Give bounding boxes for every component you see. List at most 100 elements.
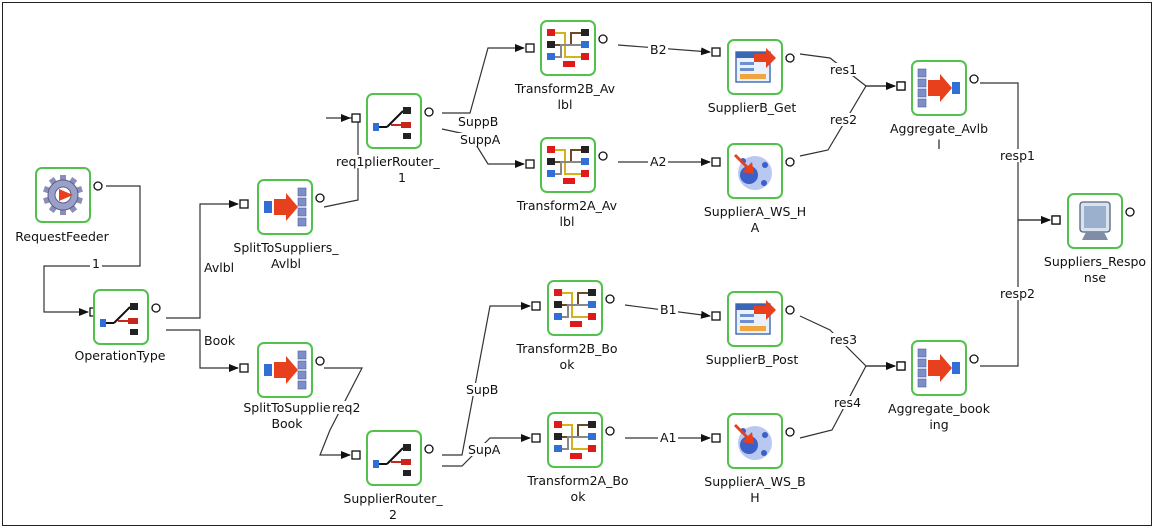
edge-resp2[interactable]: resp2 — [980, 215, 1061, 367]
edge-a2[interactable]: A2 — [618, 154, 721, 169]
node-transform2b_book[interactable]: Transform2B_Book — [515, 280, 618, 372]
transform-icon — [547, 146, 589, 184]
node-splittosuppliers_avlbl[interactable]: SplitToSuppliers_Avlbl — [233, 179, 339, 271]
edge-book[interactable]: Book — [166, 329, 249, 373]
network-icon — [734, 424, 772, 460]
edge-label: req2 — [332, 400, 360, 415]
output-port[interactable] — [605, 426, 615, 436]
node-transform2b_avlbl[interactable]: Transform2B_Avlbl — [514, 20, 616, 112]
edge-wire[interactable] — [166, 329, 239, 372]
output-port[interactable] — [785, 427, 795, 437]
edge-label-bg — [648, 155, 668, 168]
output-port[interactable] — [315, 193, 325, 203]
edge-res1[interactable]: res1 — [799, 53, 906, 91]
output-port[interactable] — [605, 294, 615, 304]
edge-label-bg — [648, 43, 668, 56]
edge-avlbl[interactable]: Avlbl — [166, 199, 249, 319]
input-port[interactable] — [711, 157, 721, 167]
transform-icon — [554, 289, 596, 327]
edge-res2[interactable]: res2 — [799, 81, 906, 157]
node-requestfeeder[interactable]: RequestFeeder — [15, 167, 110, 244]
edge-label-bg — [202, 261, 246, 274]
edge-req1[interactable]: req1 — [323, 113, 370, 208]
output-port[interactable] — [424, 444, 434, 454]
input-port[interactable] — [711, 311, 721, 321]
input-port[interactable] — [239, 199, 249, 209]
node-label: Aggregate_Avlb — [890, 121, 988, 136]
input-port[interactable] — [525, 159, 535, 169]
node-label: plierRouter_ — [364, 154, 440, 169]
input-port[interactable] — [351, 113, 361, 123]
input-port[interactable] — [351, 450, 361, 460]
output-port[interactable] — [785, 53, 795, 63]
edge-req2[interactable]: req2 — [319, 367, 366, 460]
input-port[interactable] — [711, 47, 721, 57]
node-label: SupplierB_Post — [706, 352, 799, 367]
edge-resp1[interactable]: resp1 — [980, 82, 1061, 225]
node-aggregate_avlbl[interactable]: Aggregate_Avlbl — [890, 60, 988, 152]
node-label: Book — [271, 416, 303, 431]
input-port[interactable] — [525, 43, 535, 53]
edge-label: res2 — [830, 112, 857, 127]
output-port[interactable] — [969, 354, 979, 364]
edge-label: A2 — [650, 154, 667, 169]
edge-suppb[interactable]: SuppB — [442, 43, 535, 129]
aggregator-icon — [917, 68, 960, 108]
aggregator-icon — [917, 348, 960, 388]
output-port[interactable] — [315, 356, 325, 366]
input-port[interactable] — [1051, 215, 1061, 225]
edge-label-bg — [998, 287, 1042, 300]
edge-suppa[interactable]: SuppA — [441, 128, 535, 169]
edge-res4[interactable]: res4 — [799, 361, 906, 439]
output-port[interactable] — [598, 34, 608, 44]
edge-res3[interactable]: res3 — [799, 315, 906, 371]
edge-wire[interactable] — [441, 128, 525, 168]
output-port[interactable] — [424, 107, 434, 117]
node-supplierb_post[interactable]: SupplierB_Post — [706, 291, 799, 367]
input-port[interactable] — [896, 81, 906, 91]
node-operationtype[interactable]: OperationType — [75, 289, 166, 363]
node-label: ing — [929, 417, 948, 432]
node-suppliera_ws_bh[interactable]: SupplierA_WS_BH — [704, 413, 806, 505]
edge-label: A1 — [660, 430, 677, 445]
node-transform2a_book[interactable]: Transform2A_Book — [526, 412, 629, 504]
edge-supb[interactable]: SupB — [442, 301, 541, 456]
node-supplierrouter_2[interactable]: SupplierRouter_2 — [343, 430, 443, 522]
output-port[interactable] — [151, 303, 161, 313]
edge-wire[interactable] — [166, 200, 239, 319]
edge-wire[interactable] — [319, 367, 363, 459]
edge-supa[interactable]: SupA — [442, 433, 541, 467]
output-port[interactable] — [93, 181, 103, 191]
edge-label: res4 — [834, 395, 861, 410]
output-port[interactable] — [1125, 207, 1135, 217]
edge-wire[interactable] — [442, 302, 531, 456]
input-port[interactable] — [531, 301, 541, 311]
output-port[interactable] — [785, 305, 795, 315]
node-supplierrouter_1[interactable]: plierRouter_1 — [364, 93, 440, 185]
input-port[interactable] — [711, 433, 721, 443]
edge-b1[interactable]: B1 — [624, 302, 721, 321]
node-label: SupplierB_Get — [708, 100, 797, 115]
edge-label-bg — [828, 333, 864, 346]
node-label: l — [937, 137, 940, 152]
output-port[interactable] — [969, 74, 979, 84]
node-supplierb_get[interactable]: SupplierB_Get — [708, 39, 797, 115]
input-port[interactable] — [531, 433, 541, 443]
edge-a1[interactable]: A1 — [625, 430, 721, 445]
input-port[interactable] — [896, 361, 906, 371]
node-suppliera_ws_ha[interactable]: SupplierA_WS_HA — [704, 143, 806, 235]
node-label: nse — [1084, 270, 1106, 285]
edge-label: Avlbl — [204, 260, 234, 275]
node-label: lbl — [558, 97, 573, 112]
input-port[interactable] — [239, 363, 249, 373]
node-transform2a_avlbl[interactable]: Transform2A_Avlbl — [516, 137, 618, 229]
edge-b2[interactable]: B2 — [617, 42, 721, 57]
output-port[interactable] — [598, 151, 608, 161]
edge-label-bg — [334, 155, 370, 168]
edge-wire[interactable] — [442, 44, 525, 114]
output-port[interactable] — [785, 157, 795, 167]
